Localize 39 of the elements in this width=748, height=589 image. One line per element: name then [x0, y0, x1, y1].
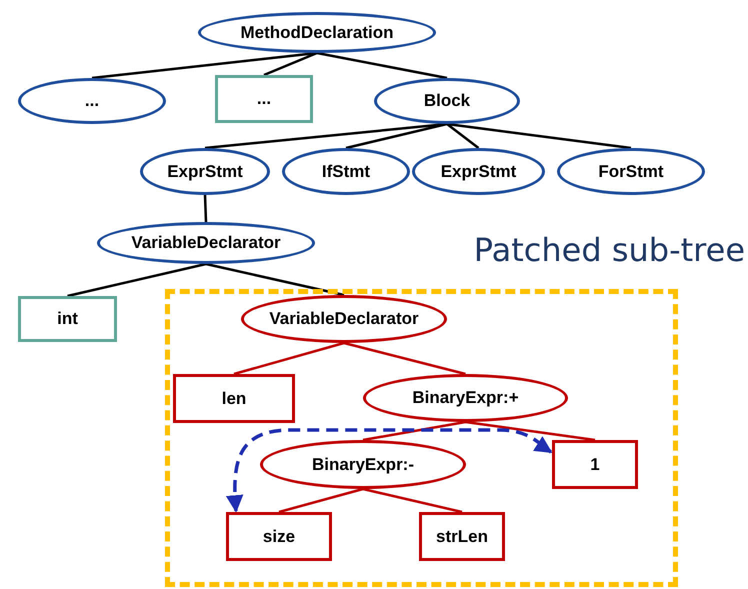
rect-node: [226, 512, 332, 561]
tree-edge: [206, 262, 344, 296]
node-label: ...: [256, 88, 272, 110]
node-label: 1: [590, 454, 600, 476]
node-label: VariableDeclarator: [269, 308, 419, 330]
tree-edge: [465, 420, 596, 442]
node-label: IfStmt: [322, 160, 370, 183]
rect-node: [18, 296, 117, 342]
tree-edge: [316, 52, 448, 80]
tree-edge: [344, 342, 466, 376]
node-label: BinaryExpr:+: [412, 387, 519, 410]
node-label: ExprStmt: [167, 160, 243, 183]
node-label: ExprStmt: [440, 160, 516, 183]
tree-edge: [362, 488, 462, 514]
tree-edge: [264, 52, 318, 76]
node-label: strLen: [436, 526, 488, 548]
tree-edge: [362, 420, 466, 442]
node-label: ...: [84, 90, 100, 112]
node-label: int: [57, 308, 78, 330]
node-label: MethodDeclaration: [240, 22, 394, 44]
rect-node: [552, 440, 638, 489]
region-heading: Patched sub-tree: [474, 230, 745, 271]
rect-node: [173, 374, 295, 423]
node-label: Block: [424, 90, 470, 112]
rect-node: [215, 75, 313, 123]
tree-edge: [346, 122, 448, 150]
tree-edge: [446, 122, 632, 150]
tree-edge: [204, 194, 208, 222]
tree-edge: [278, 488, 364, 514]
rect-node: [419, 512, 505, 561]
dashed-arrow: [226, 428, 552, 513]
node-label: ForStmt: [598, 160, 664, 183]
node-label: BinaryExpr:-: [312, 454, 414, 476]
tree-edge: [446, 123, 480, 149]
tree-edge: [234, 342, 344, 376]
tree-edge: [67, 262, 206, 298]
node-label: len: [222, 388, 246, 410]
node-label: VariableDeclarator: [131, 232, 281, 254]
node-label: size: [262, 526, 296, 548]
